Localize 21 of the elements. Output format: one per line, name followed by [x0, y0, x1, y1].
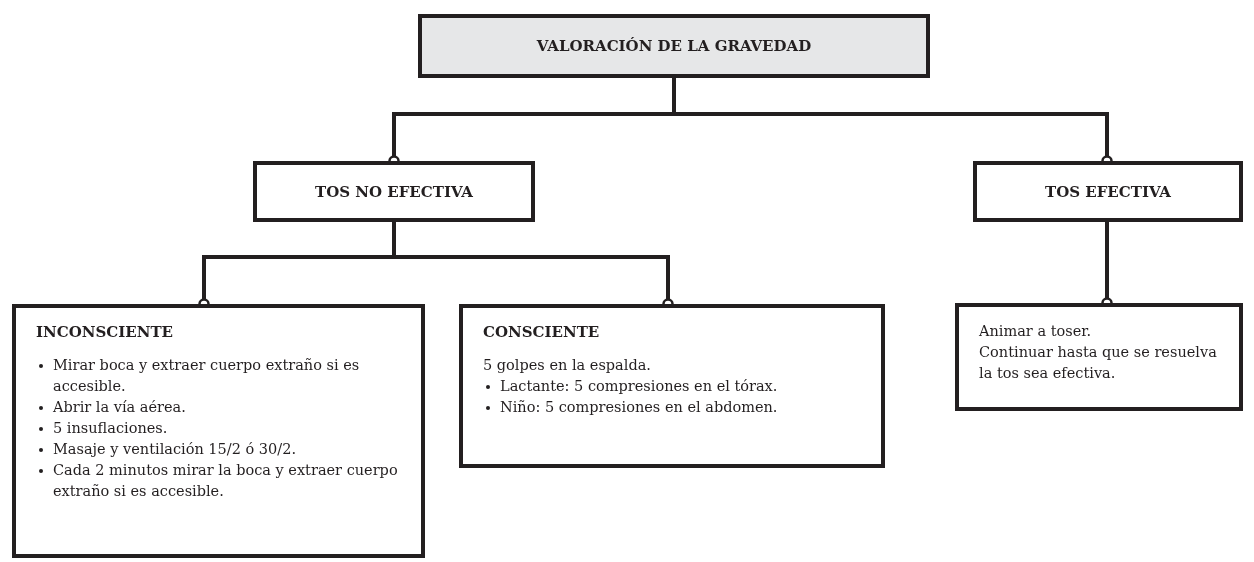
list-item: 5 insuflaciones.: [53, 419, 169, 438]
instruction-box: [459, 304, 885, 468]
box-heading: CONSCIENTE: [483, 322, 601, 343]
node-label: VALORACIÓN DE LA GRAVEDAD: [536, 37, 812, 55]
category-box: [973, 161, 1243, 222]
instruction-text: Animar a toser.: [979, 322, 1093, 341]
instruction-box: [955, 303, 1243, 411]
instruction-text: Continuar hasta que se resuelva la tos sea efectiva.: [979, 343, 1218, 383]
list-item: Mirar boca y extraer cuerpo extraño si es accesible.: [53, 356, 361, 396]
node-label: TOS EFECTIVA: [1045, 182, 1171, 201]
box-heading: INCONSCIENTE: [36, 322, 174, 343]
title-box: [418, 14, 930, 78]
list-item: Abrir la vía aérea.: [53, 398, 187, 417]
category-box: [253, 161, 535, 222]
instruction-text: 5 golpes en la espalda.: [483, 356, 652, 375]
list-item: Lactante: 5 compresiones en el tórax.: [500, 377, 779, 396]
instruction-box: [12, 304, 425, 558]
list-item: Niño: 5 compresiones en el abdomen.: [500, 398, 779, 417]
list-item: Cada 2 minutos mirar la boca y extraer cuerpo extraño si es accesible.: [53, 461, 399, 501]
list-item: Masaje y ventilación 15/2 ó 30/2.: [53, 440, 298, 459]
node-label: TOS NO EFECTIVA: [315, 182, 473, 201]
